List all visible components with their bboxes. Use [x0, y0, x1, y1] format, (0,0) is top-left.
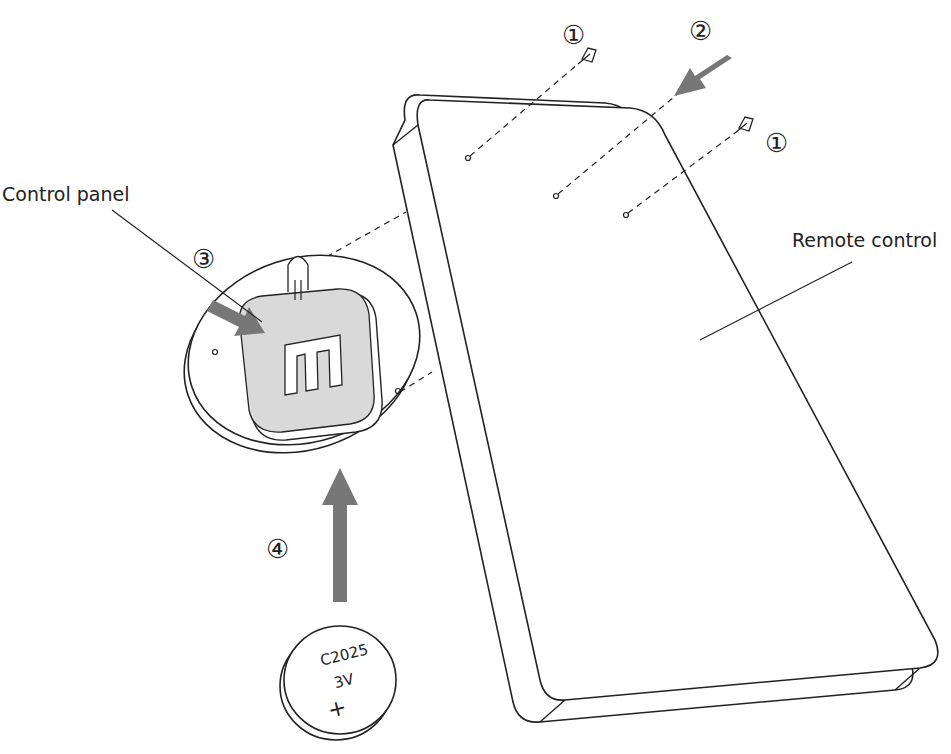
callout-number: ③ [192, 246, 215, 272]
leader-line [112, 210, 262, 322]
callout-number: ① [562, 22, 585, 48]
control-panel [159, 226, 444, 482]
callout-number: ② [689, 18, 712, 44]
screw [578, 48, 753, 133]
callout-number: ① [765, 130, 788, 156]
insert-arrow [322, 468, 358, 602]
part-name: Control panel [2, 185, 129, 204]
coin-battery [280, 626, 396, 740]
press-arrow [674, 55, 732, 96]
battery-marking: 3V [332, 672, 355, 691]
callout-number: ④ [266, 536, 289, 562]
leader-line [700, 262, 852, 340]
part-name: Remote control [792, 231, 937, 250]
remote-face [417, 100, 938, 700]
